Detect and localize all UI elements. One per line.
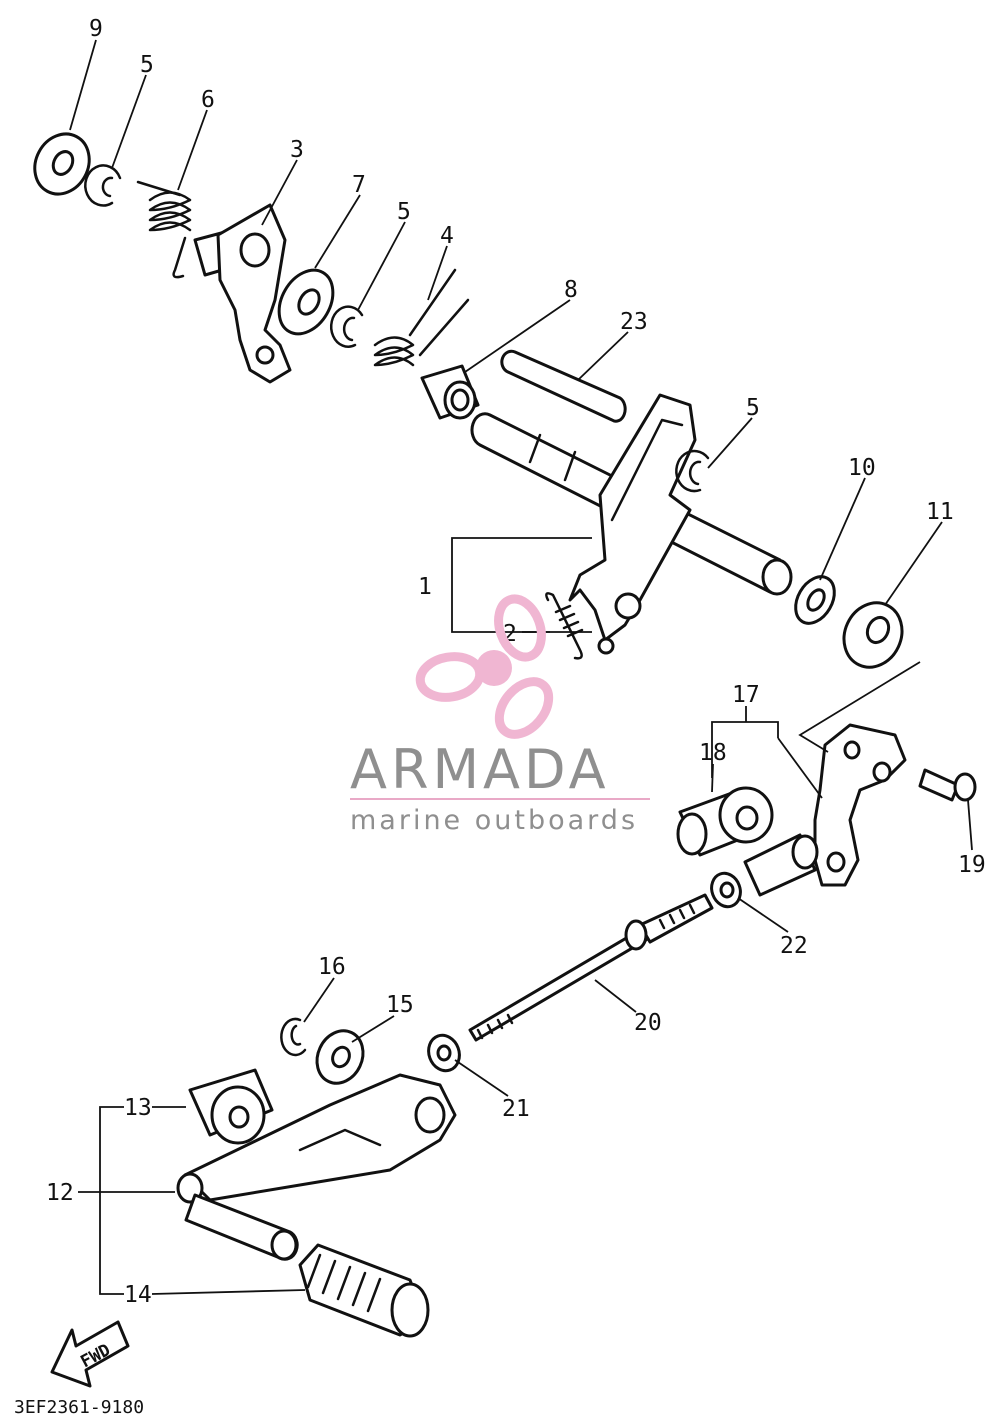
- pedal-arm-12-part: [176, 1073, 457, 1261]
- washer-7-part: [277, 268, 335, 336]
- circlip-5b-part: [329, 305, 364, 348]
- shift-shaft-1-part: [470, 393, 793, 655]
- logo-name: ARMADA: [350, 738, 610, 801]
- propeller-icon: [415, 594, 554, 739]
- spring-2-part: [545, 592, 584, 660]
- callout-22: 22: [780, 933, 808, 959]
- callout-5a: 5: [140, 52, 154, 78]
- logo-tagline: marine outboards: [350, 805, 638, 836]
- washer-15-part: [315, 1029, 365, 1085]
- shift-rod-20-part: [468, 893, 714, 1042]
- joint-18-part: [676, 786, 774, 857]
- washer-10-part: [794, 575, 836, 625]
- callout-15: 15: [386, 992, 414, 1018]
- armada-logo: ARMADA marine outboards: [350, 594, 650, 836]
- spring-6-part: [136, 180, 192, 279]
- shift-arm-3-part: [193, 203, 292, 384]
- reference-code: 3EF2361-9180: [14, 1397, 144, 1418]
- callout-18: 18: [699, 740, 727, 766]
- rod-end-part: [743, 833, 819, 897]
- callout-7: 7: [352, 172, 366, 198]
- callout-13: 13: [124, 1095, 152, 1121]
- callout-11: 11: [926, 499, 954, 525]
- callout-23: 23: [620, 309, 648, 335]
- clip-16-part: [280, 1017, 307, 1057]
- washer-9-part: [33, 132, 91, 196]
- nut-21-part: [427, 1033, 461, 1073]
- joint-13-part: [188, 1068, 274, 1145]
- callout-16: 16: [318, 954, 346, 980]
- collar-8-part: [420, 364, 480, 420]
- bolt-19-part: [918, 768, 977, 802]
- callout-19: 19: [958, 852, 986, 878]
- circlip-5c-part: [675, 449, 710, 493]
- pin-23-part: [500, 349, 627, 423]
- callout-numbers: 9 5 6 3 7 5 4 8 23 5 10 11 1 2 17 18 19 …: [46, 16, 986, 1308]
- callout-4: 4: [440, 223, 454, 249]
- spring-4-part: [373, 268, 470, 367]
- nut-22-part: [710, 871, 742, 909]
- callout-5b: 5: [397, 199, 411, 225]
- callout-21: 21: [502, 1096, 530, 1122]
- callout-3: 3: [290, 137, 304, 163]
- circlip-5a-part: [84, 164, 122, 207]
- callout-1: 1: [418, 574, 432, 600]
- callout-leaders: [69, 39, 973, 1295]
- callout-10: 10: [848, 455, 876, 481]
- oil-seal-11-part: [842, 601, 904, 669]
- callout-8: 8: [564, 277, 578, 303]
- fwd-arrow-icon: FWD: [50, 1320, 130, 1388]
- callout-14: 14: [124, 1282, 152, 1308]
- callout-5c: 5: [746, 395, 760, 421]
- shift-lever-17-part: [813, 723, 907, 887]
- logo-rule: [350, 798, 650, 800]
- callout-12: 12: [46, 1180, 74, 1206]
- callout-17: 17: [732, 682, 760, 708]
- callout-20: 20: [634, 1010, 662, 1036]
- pedal-rubber-14-part: [298, 1243, 430, 1338]
- callout-6: 6: [201, 87, 215, 113]
- callout-9: 9: [89, 16, 103, 42]
